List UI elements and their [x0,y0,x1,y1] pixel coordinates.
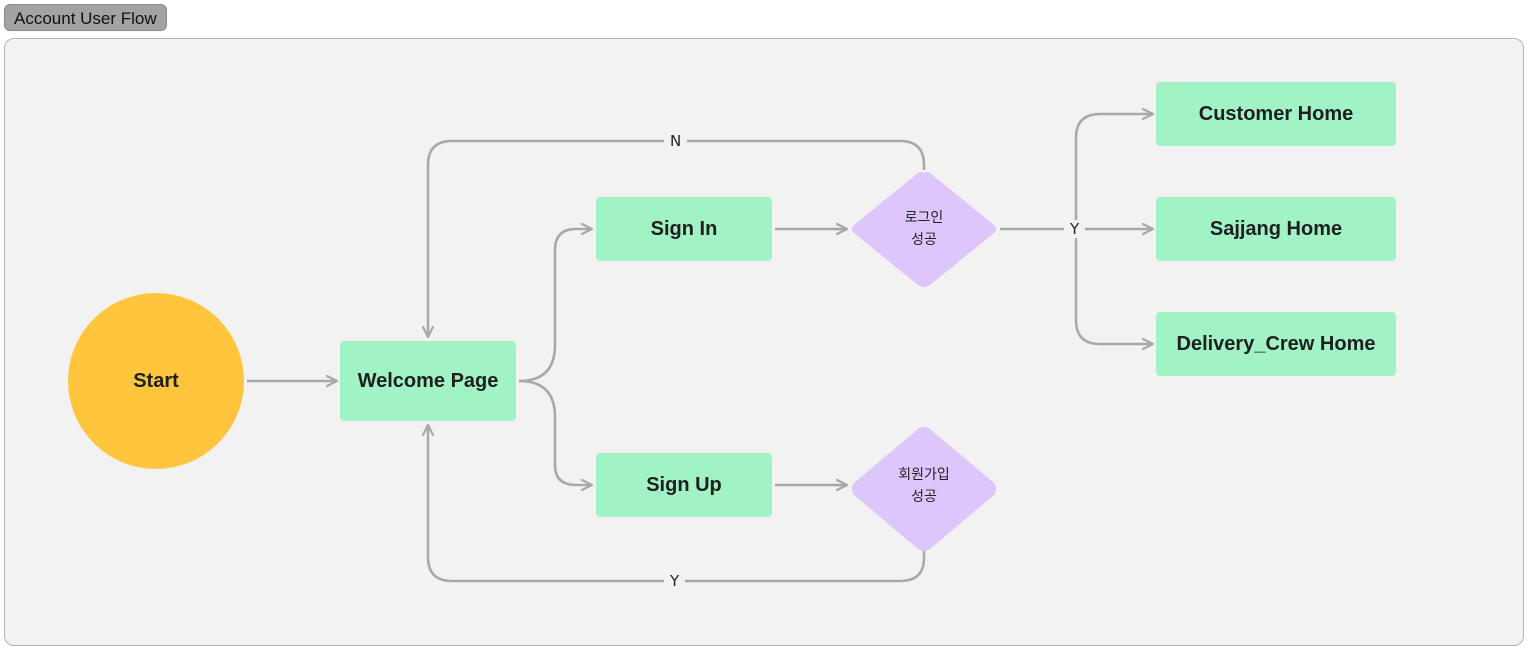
decision-diamond-shape [852,427,996,551]
sajjang-home-node[interactable]: Sajjang Home [1156,197,1396,261]
edge-label-login-no: N [664,132,688,150]
decision-diamond-shape [852,172,996,287]
login-success-label: 로그인 성공 [904,210,944,248]
edge-login-customer [1074,114,1153,229]
signup-success-label: 회원가입 성공 [898,467,950,505]
frame-title: Account User Flow [4,4,167,31]
edge-welcome-signin [518,229,592,383]
edge-login-delivery [1074,229,1153,344]
delivery-crew-home-node[interactable]: Delivery_Crew Home [1156,312,1396,376]
sign-up-node[interactable]: Sign Up [596,453,772,517]
signup-success-decision[interactable]: 회원가입 성공 [850,427,998,551]
edge-welcome-signup [518,379,592,485]
customer-home-node[interactable]: Customer Home [1156,82,1396,146]
welcome-page-node[interactable]: Welcome Page [340,341,516,421]
login-success-decision[interactable]: 로그인 성공 [850,171,998,287]
edge-label-login-yes: Y [1064,220,1086,238]
sign-in-node[interactable]: Sign In [596,197,772,261]
start-node[interactable]: Start [68,293,244,469]
edge-label-signup-yes: Y [664,572,686,590]
